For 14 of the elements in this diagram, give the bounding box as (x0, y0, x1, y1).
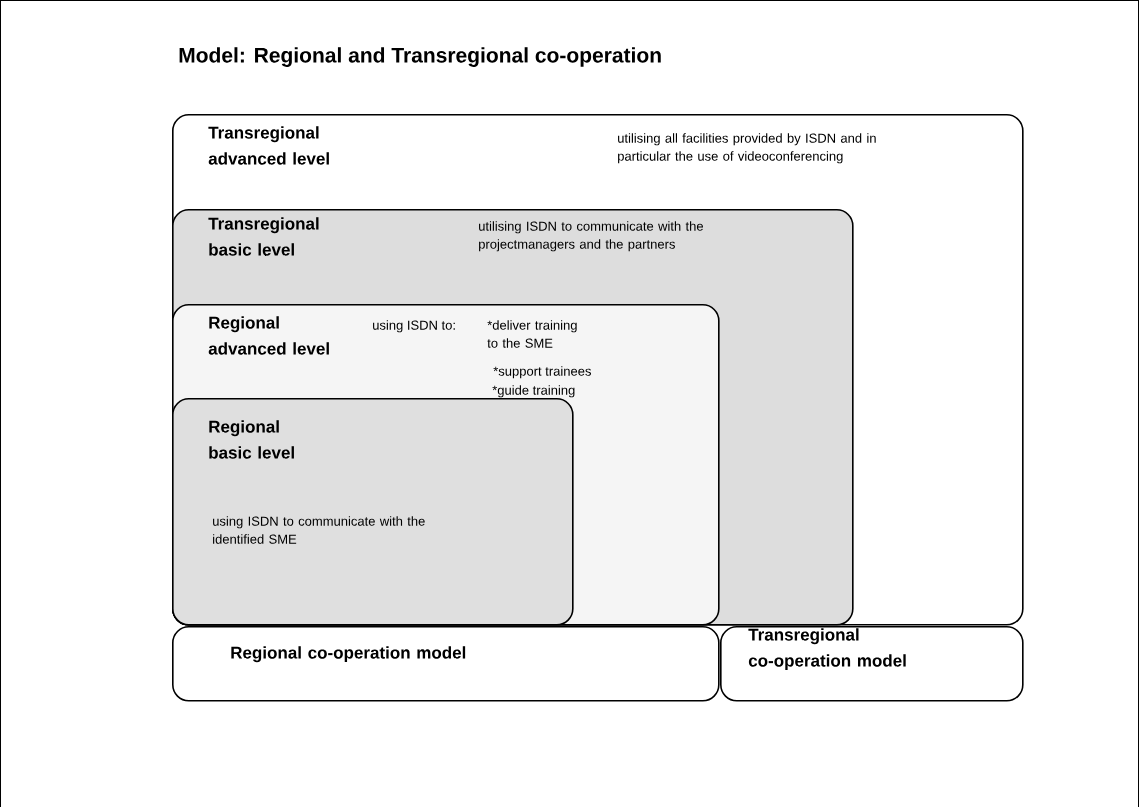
description-text: *deliver training to the SME (487, 320, 577, 348)
level-heading: Regional advanced level (208, 316, 329, 355)
description-text: utilising ISDN to communicate with the projectmanagers and the partners (479, 221, 703, 252)
level-heading: Transregional advanced level (208, 126, 329, 165)
description-text: using ISDN to communicate with the identified SME (213, 516, 425, 544)
level-heading: Regional co-operation model (231, 646, 466, 663)
title: Model: Regional and Transregional co-operation (179, 47, 661, 67)
level-heading: Transregional basic level (208, 217, 319, 256)
level-heading: Transregional co-operation model (748, 628, 906, 671)
description-text: *support trainees (493, 366, 591, 379)
description-text: using ISDN to: (373, 320, 455, 333)
description-text: utilising all facilities provided by ISDN and in particular the use of videoconferencing (618, 133, 876, 164)
description-text: *guide training (492, 385, 575, 398)
level-heading: Regional basic level (209, 420, 294, 459)
